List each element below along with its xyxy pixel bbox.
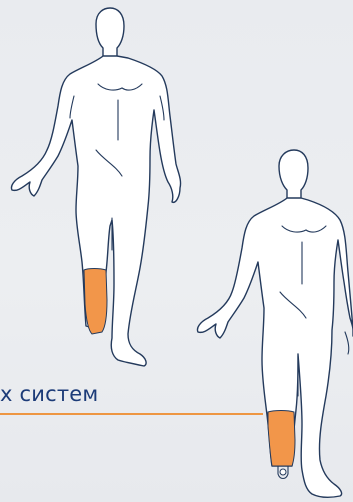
caption-underline	[0, 413, 263, 415]
prosthesis-ankle-joint	[280, 469, 286, 475]
prosthesis-left	[84, 269, 107, 335]
hand-right-2	[345, 332, 349, 354]
head-right	[279, 150, 308, 200]
amputee-figure-left	[11, 8, 180, 366]
caption-text: х систем	[0, 384, 98, 405]
head-left	[96, 8, 124, 58]
amputee-figure-right	[197, 150, 353, 497]
prosthesis-right	[268, 411, 295, 467]
